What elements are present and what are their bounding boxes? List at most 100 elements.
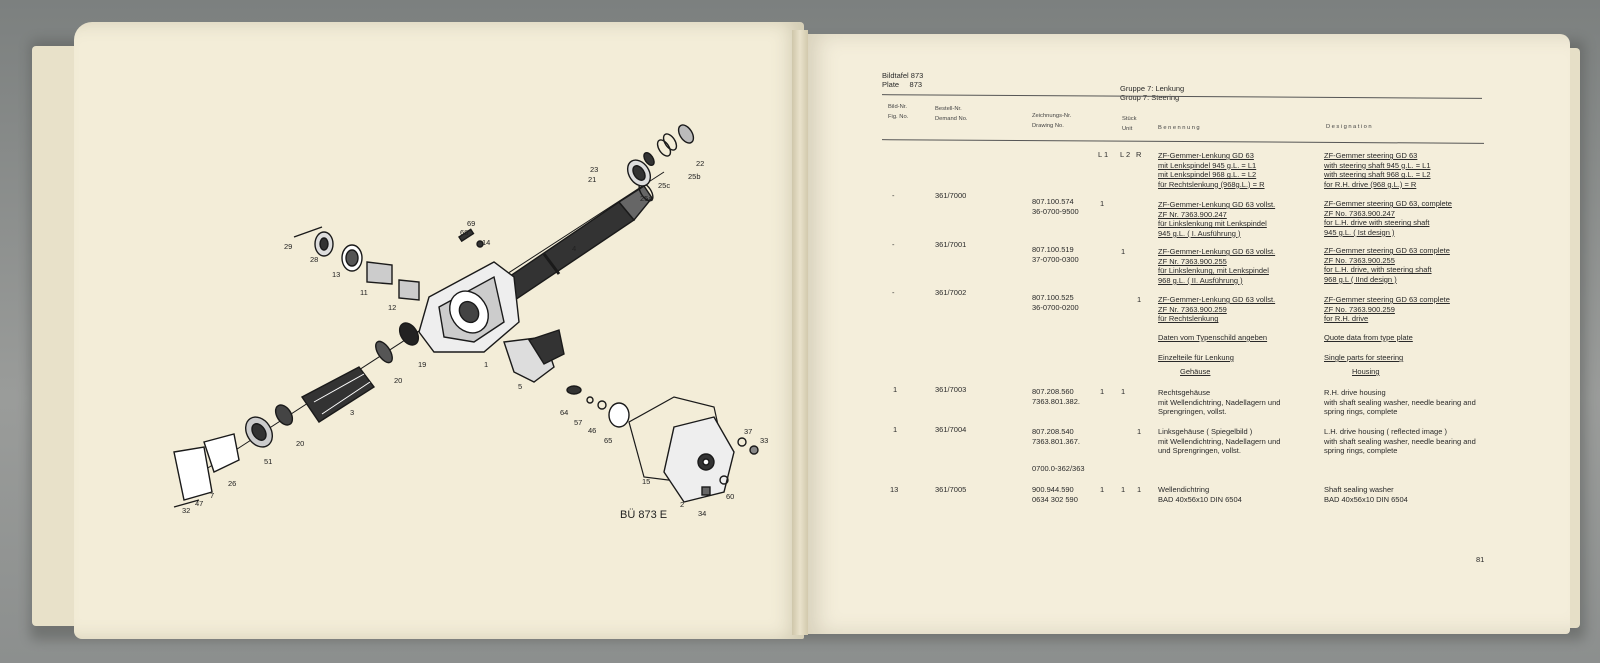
callout-14: 14 [482,238,490,247]
book-gutter [792,30,808,635]
callout-65: 65 [604,436,612,445]
row-7001-de: ZF-Gemmer-Lenkung GD 63 vollst.ZF Nr. 73… [1158,247,1276,285]
row-7000-de: ZF-Gemmer-Lenkung GD 63 vollst.ZF Nr. 73… [1158,200,1276,238]
callout-26: 26 [228,479,236,488]
intro-en: ZF-Gemmer steering GD 63 with steering s… [1324,151,1431,189]
unit-head-l1: L 1 [1098,150,1109,159]
col-drawing: Zeichnungs-Nr.Drawing No. [1032,113,1072,129]
callout-5: 5 [518,382,522,391]
row-7002-order: 361/7002 [935,288,967,297]
callout-12: 12 [388,303,396,312]
intro-de: ZF-Gemmer-Lenkung GD 63 mit Lenkspindel … [1158,151,1265,189]
row-7003-fig: 1 [893,385,898,394]
row-7001-order: 361/7001 [935,240,967,249]
callout-20-lower: 20 [296,439,304,448]
row-7002-r: 1 [1137,295,1142,304]
note-housing-en: Housing [1352,367,1380,376]
row-7004-r: 1 [1137,427,1142,436]
row-7000-fig: - [892,191,895,200]
worm-part [300,366,376,423]
row-7002-fig: - [892,288,895,297]
callout-34: 34 [698,509,706,518]
note-housing-de: Gehäuse [1180,367,1211,376]
note-single-de: Einzelteile für Lenkung [1158,353,1234,362]
note-type-plate-en: Quote data from type plate [1324,333,1413,342]
callout-68: 68 [460,228,468,237]
page-number: 81 [1476,555,1485,564]
row-7005-fig: 13 [890,485,899,494]
row-7004-de: Linksgehäuse ( Spiegelbild )mit Wellendi… [1158,427,1281,456]
callout-57: 57 [574,418,582,427]
unit-head-r: R [1136,150,1142,159]
col-name: Benennung [1158,125,1202,131]
col-order: Bestell-Nr.Demand No. [935,106,968,122]
callout-47: 47 [195,499,203,508]
callout-23: 23 [590,165,598,174]
row-7003-l1: 1 [1100,387,1105,396]
row-7001-l2: 1 [1121,247,1126,256]
row-7000-l1: 1 [1100,199,1105,208]
callout-51: 51 [264,457,272,466]
row-7002-de: ZF-Gemmer-Lenkung GD 63 vollst.ZF Nr. 73… [1158,295,1276,324]
callout-21: 21 [588,175,596,184]
row-7004-en: L.H. drive housing ( reflected image )wi… [1324,427,1476,456]
right-page [800,34,1570,634]
row-7005-l1: 1 [1100,485,1105,494]
row-7005-l2: 1 [1121,485,1126,494]
row-7003-l2: 1 [1121,387,1126,396]
callout-19: 19 [418,360,426,369]
callout-15: 15 [642,477,650,486]
row-7005-r: 1 [1137,485,1142,494]
note-type-plate-de: Daten vom Typenschild angeben [1158,333,1268,342]
callout-25b: 25b [688,172,701,181]
callout-13: 13 [332,270,340,279]
row-7000-order: 361/7000 [935,191,967,200]
callout-25a: 25a [640,194,653,203]
col-fig: Bild-Nr.Fig. No. [888,104,909,120]
callout-4: 4 [572,244,576,253]
callout-64: 64 [560,408,568,417]
callout-22: 22 [696,159,704,168]
figure-caption: BÜ 873 E [620,509,667,521]
col-designation: Designation [1326,124,1374,130]
callout-33: 33 [760,436,768,445]
callout-11: 11 [360,288,368,297]
callout-20-upper: 20 [394,376,402,385]
callout-28: 28 [310,255,318,264]
callout-25c: 25c [658,181,670,190]
callout-46: 46 [588,426,596,435]
callout-32: 32 [182,506,190,515]
steering-exploded-diagram: 29 28 13 11 12 69 68 14 4 23 22 25b 25c … [173,124,768,521]
note-single-en: Single parts for steering [1324,353,1404,362]
callout-2: 2 [680,500,684,509]
row-7003-order: 361/7003 [935,385,967,394]
extra-drawing-number: 0700.0-362/363 [1032,464,1085,473]
unit-head-l2: L 2 [1120,150,1131,159]
group-label: Gruppe 7: Lenkung Group 7: Steering [1120,84,1185,102]
row-7005-order: 361/7005 [935,485,967,494]
callout-29: 29 [284,242,292,251]
row-7001-fig: - [892,240,895,249]
plate-label: Bildtafel 873 Plate 873 [882,71,924,89]
callout-7: 7 [210,491,214,500]
callout-1: 1 [484,360,488,369]
callout-69: 69 [467,219,475,228]
callout-3: 3 [350,408,354,417]
row-7004-order: 361/7004 [935,425,967,434]
callout-60: 60 [726,492,734,501]
row-7004-fig: 1 [893,425,898,434]
